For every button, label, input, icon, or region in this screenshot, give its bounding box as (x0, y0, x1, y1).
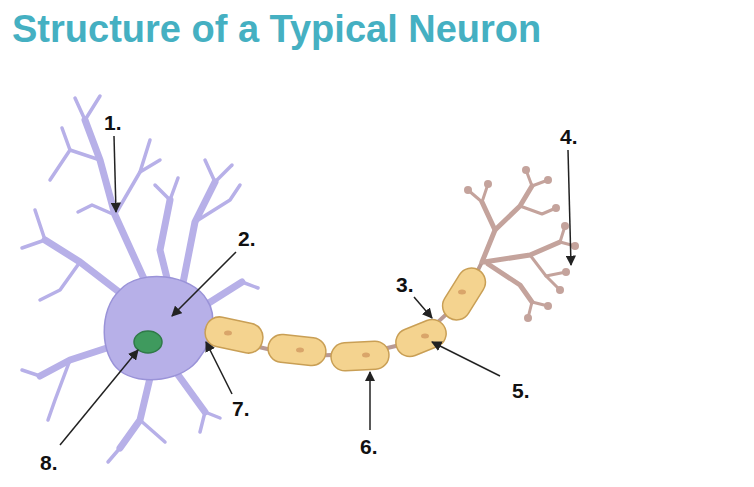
callout-number: 2. (238, 228, 256, 249)
schwann-nucleus (224, 290, 466, 358)
dendrites (22, 96, 258, 462)
callout-number: 5. (512, 380, 530, 401)
callout-number: 1. (104, 112, 122, 133)
leader-lines (60, 136, 571, 445)
diagram-title: Structure of a Typical Neuron (12, 8, 541, 51)
callout-number: 3. (396, 274, 414, 295)
myelin-sheath (203, 263, 491, 372)
callout-number: 7. (232, 398, 250, 419)
callout-number: 4. (560, 126, 578, 147)
callout-number: 6. (360, 436, 378, 457)
nucleus (134, 331, 162, 353)
callout-number: 8. (40, 452, 58, 473)
axon-terminal (464, 166, 579, 322)
